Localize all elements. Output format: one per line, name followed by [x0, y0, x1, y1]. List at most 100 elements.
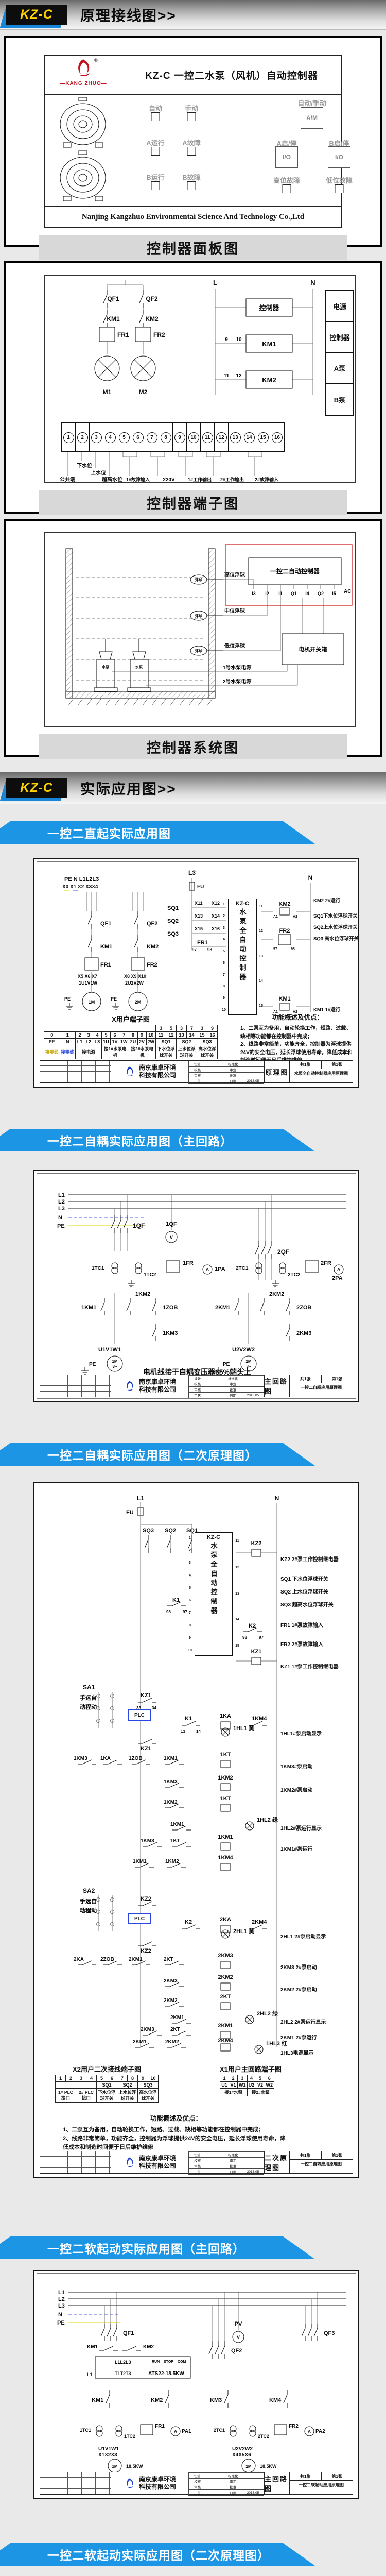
lbl: FR2 — [279, 928, 290, 934]
plc-interface-box: PLC — [128, 1709, 151, 1721]
motor-symbol — [130, 355, 156, 381]
lbl: 2TC2 — [288, 1272, 301, 1278]
list-item: 控制器 — [326, 322, 353, 353]
lbl: PE — [111, 996, 117, 1002]
lbl: PE — [57, 1223, 65, 1229]
lbl: X13 — [195, 913, 203, 919]
lbl: PV — [235, 2321, 242, 2327]
panel-terminal-diagram: QF1 QF2 KM1 KM2 FR1 FR2 M1 M2 L N 控制器 KM… — [4, 261, 382, 515]
lbl: FU — [197, 884, 204, 890]
drawing-direct-start: PE N L1L2L3 X0 X1 X2 X3X4 QF1 QF2 KM1 KM… — [62, 869, 312, 1014]
sheet-auto-transformer-secondary: L1 FU N SQ3 SQ2 SQ1 KZ2 K1 98 97 K2 98 9… — [33, 1482, 359, 2178]
indicator-lamp-auto — [151, 112, 160, 121]
lbl: 2KM2 — [165, 2039, 179, 2045]
list-item: 10 — [188, 1648, 192, 1652]
lbl: M1 — [103, 388, 112, 396]
hl-lamp — [245, 2015, 254, 2024]
breaker-symbol — [307, 2323, 312, 2342]
list-item: 4 — [223, 938, 225, 942]
lbl: 1KM4 — [218, 1855, 233, 1861]
annotation-line: SQ1下水位浮球开关 — [313, 913, 358, 919]
lbl: 10 — [236, 337, 242, 343]
lbl: L1 — [58, 2290, 65, 2296]
kt-coil — [220, 1804, 231, 1812]
list-item: 14 — [259, 979, 263, 983]
lamp-label-low-fault: 低位故障 — [325, 177, 353, 184]
lbl: 2KM4 — [252, 1919, 267, 1925]
lbl: 2KM3 — [141, 2027, 154, 2032]
list-item: 10 — [187, 423, 201, 451]
system-drawing-frame: 水泵 水泵 浮球 浮球 浮球 高位浮球 中位浮球 低位浮球 一控二自动控制器 I… — [44, 532, 356, 727]
terminal-drawing: QF1 QF2 KM1 KM2 FR1 FR2 M1 M2 L N 控制器 KM… — [60, 279, 315, 482]
lbl: 动程动 — [80, 1703, 97, 1710]
list-item: 7 — [223, 973, 225, 977]
lbl: 1U1V1W — [79, 980, 98, 986]
list-item: 5 — [223, 950, 225, 954]
button-auto-manual: A/M — [301, 107, 323, 129]
tank-floor — [65, 691, 216, 699]
terminal-stems — [67, 451, 262, 476]
registered-mark: ® — [94, 58, 98, 63]
lbl: 98 — [166, 1609, 171, 1614]
lbl: K1 — [172, 1597, 180, 1603]
lbl: KZ1 — [251, 1649, 262, 1655]
list-item: 6 — [189, 1599, 191, 1603]
lbl: 2M — [245, 1359, 251, 1364]
list-item: 11 — [201, 423, 215, 451]
annotation-line: KM2 2#运行 — [313, 898, 341, 904]
k2-contact — [181, 1924, 201, 1929]
lbl: 2#工作输出 — [220, 477, 244, 482]
lbl: L2 — [58, 2296, 65, 2302]
lbl: KM4 — [269, 2397, 282, 2403]
pump-drawings — [60, 97, 106, 201]
lbl: 2TC1 — [214, 2428, 225, 2433]
linework — [104, 2292, 318, 2341]
list-item: 12 — [215, 423, 229, 451]
lbl: SA2 — [83, 1887, 95, 1894]
tank-wall — [208, 548, 216, 699]
revision-grid — [40, 1375, 111, 1397]
company-block: 南京康卓环境科技有限公司 — [111, 2151, 188, 2173]
lamp-high-fault — [282, 184, 291, 193]
km1-contact — [99, 2346, 118, 2351]
fuse-symbol — [189, 882, 195, 891]
lbl: SQ3 — [143, 1528, 154, 1534]
list-item: 13 — [259, 954, 263, 958]
revision-grid — [40, 2151, 111, 2173]
list-item: 12 — [235, 1565, 239, 1569]
lbl: 2TC1 — [236, 1266, 249, 1272]
lbl: L — [213, 279, 217, 286]
km4-coil — [220, 1863, 231, 1871]
lbl: 18.5KW — [126, 2464, 143, 2469]
lbl: 2KT — [220, 1994, 231, 2000]
lbl: N — [58, 2312, 62, 2318]
kangzhuo-logo-blue — [127, 2157, 133, 2167]
lbl: X12 — [212, 901, 220, 906]
lbl: FR1 — [117, 331, 129, 338]
km2-coil — [279, 907, 290, 916]
pump-icon — [60, 150, 106, 201]
lbl: KZ2 — [141, 1948, 151, 1954]
lbl: A2 — [293, 1010, 297, 1014]
linework — [86, 878, 311, 1012]
contactor-symbol — [260, 1297, 265, 1316]
function-point: 1、二泵互为备用，自动轮换工作，短路、过载、缺相等功能都在控制器中完成； — [240, 1026, 352, 1040]
sheet-info: 共1张第1张 水泵全自动控制器应用原理图 — [290, 1061, 353, 1082]
indicator-label-b-run: B运行 — [146, 174, 165, 181]
ammeter — [202, 1264, 213, 1275]
lbl: 1号水泵电源 — [223, 664, 252, 671]
sheet-direct-start: PE N L1L2L3 X0 X1 X2 X3X4 QF1 QF2 KM1 KM… — [33, 858, 359, 1088]
lbl: U2V2W2 — [232, 1347, 255, 1353]
note: 电机线接于自耦变压器65%端头上 — [143, 1368, 251, 1375]
thermal-relay-symbol — [131, 957, 145, 971]
list-item: 3 — [90, 423, 103, 451]
motor-symbol — [240, 1355, 257, 1372]
motor-switch-box — [282, 633, 344, 665]
company-block: 南京康卓环境科技有限公司 — [111, 1375, 188, 1397]
lbl: X4X5X6 — [232, 2452, 251, 2458]
lbl: 3~ — [246, 1364, 251, 1369]
lbl: 1KM4 — [252, 1716, 267, 1722]
